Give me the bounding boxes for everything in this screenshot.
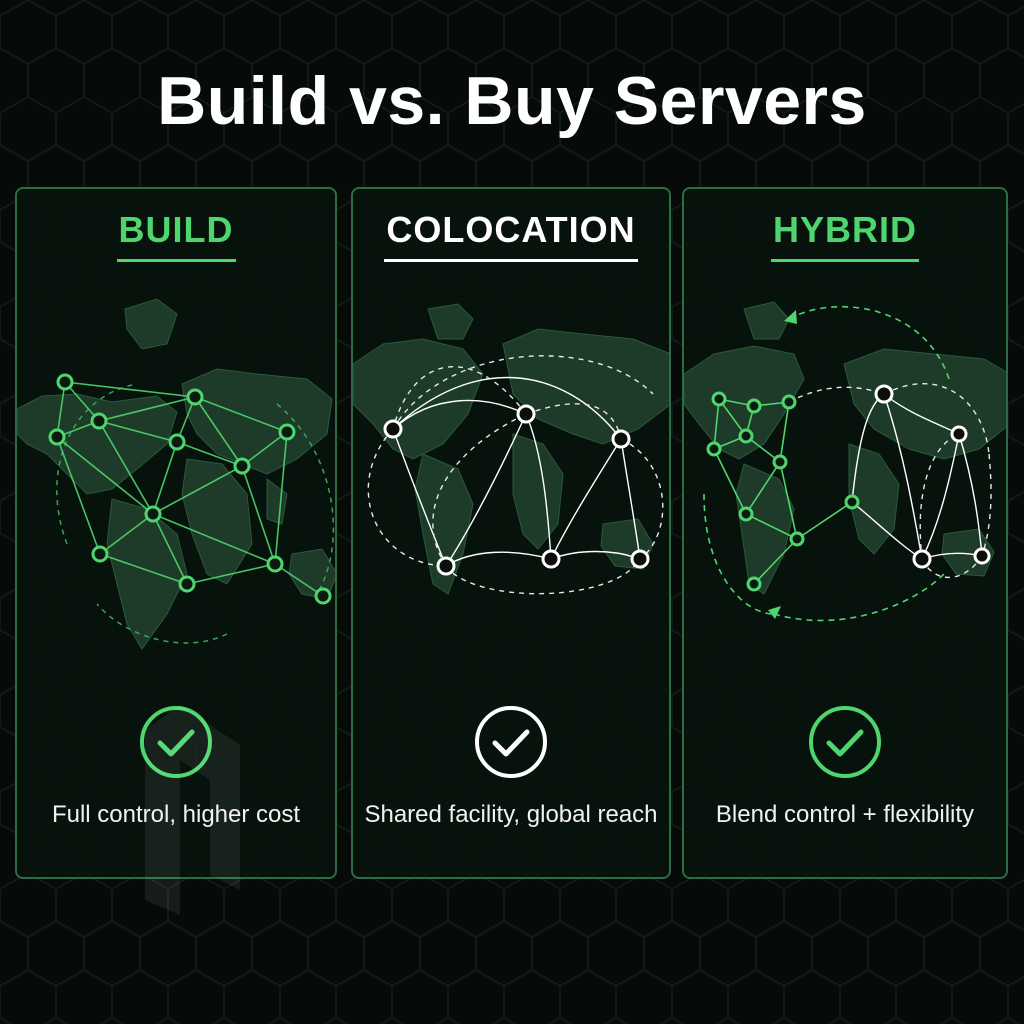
panel-hybrid: HYBRID <box>682 187 1008 879</box>
orbit-arrows <box>768 310 797 619</box>
world-map-landmass <box>17 298 335 650</box>
colocation-dashed-routes <box>367 355 664 595</box>
panel-caption: Blend control + flexibility <box>715 801 975 828</box>
world-map-colocation-network <box>353 303 669 595</box>
panel-heading: COLOCATION <box>353 209 669 262</box>
panel-colocation: COLOCATION <box>351 187 671 879</box>
panel-caption: Shared facility, global reach <box>364 801 658 828</box>
panel-caption: Full control, higher cost <box>51 801 301 828</box>
server-nodes <box>48 373 332 605</box>
world-map-landmass <box>353 303 669 595</box>
panel-heading: BUILD <box>17 209 335 262</box>
mesh-links <box>56 381 324 597</box>
outer-orbit-ring <box>56 383 335 644</box>
hybrid-white-nodes <box>874 384 991 569</box>
world-map-landmass <box>684 301 1006 595</box>
world-map-mesh-network <box>17 298 335 650</box>
world-map-hybrid-network <box>684 301 1006 622</box>
hybrid-dashed-routes <box>788 383 992 579</box>
hybrid-outer-orbit <box>703 305 950 622</box>
colocation-nodes <box>383 404 650 576</box>
panel-heading: HYBRID <box>684 209 1006 262</box>
check-circle-icon <box>475 706 547 778</box>
page-title: Build vs. Buy Servers <box>157 63 867 139</box>
hybrid-green-nodes <box>706 391 860 592</box>
check-circle-icon <box>809 706 881 778</box>
watermark-logo <box>145 705 240 915</box>
check-circle-icon <box>140 706 212 778</box>
panel-build: BUILD <box>15 187 337 879</box>
